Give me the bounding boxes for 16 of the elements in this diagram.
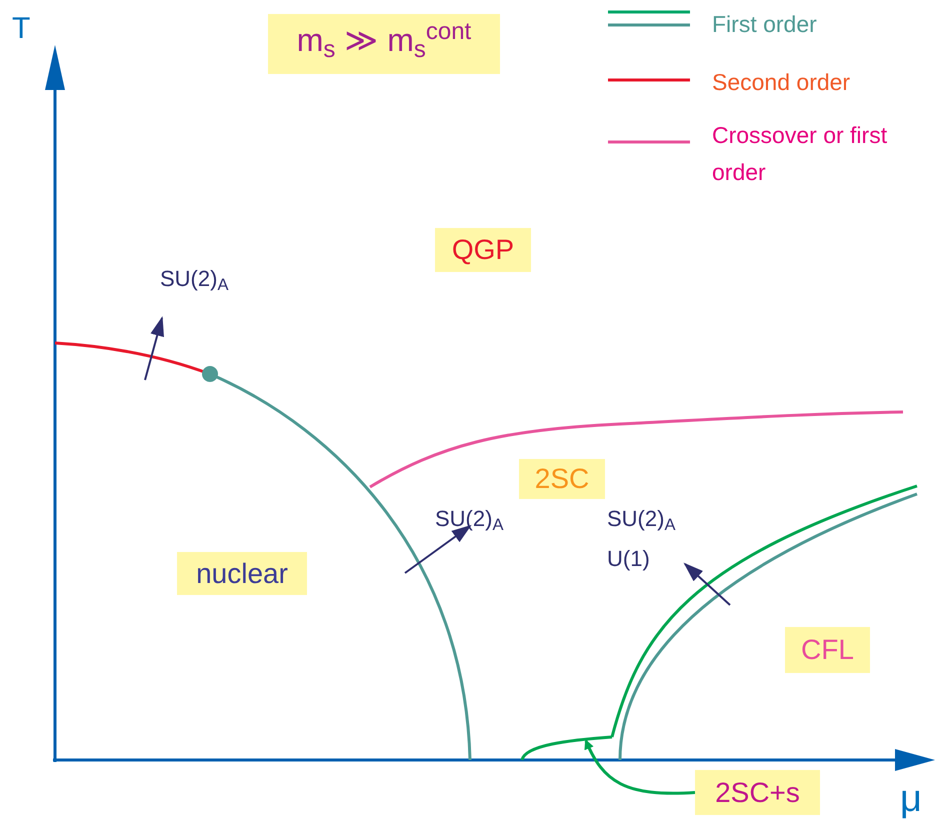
phase-label: 2SC+s: [695, 770, 820, 815]
phase-boundary-curve: [520, 736, 612, 761]
phase-label: 2SC: [519, 459, 605, 499]
symmetry-label: U(1): [607, 548, 650, 570]
axis-label: μ: [900, 780, 922, 818]
legend-text: First order: [712, 10, 818, 39]
legend-text: Second order: [712, 68, 852, 97]
axis-label: T: [12, 14, 30, 44]
phase-label: CFL: [785, 627, 870, 673]
symmetry-label: SU(2)$_{A}$: [607, 508, 676, 530]
symmetry-label: SU(2)$_{A}$: [160, 268, 228, 290]
leader-arrow: [584, 739, 696, 795]
phase-label: nuclear: [177, 552, 307, 595]
phase-label: QGP: [435, 228, 531, 272]
symmetry-label: SU(2)$_{A}$: [435, 508, 504, 530]
legend-text: Crossover or first order: [712, 121, 888, 187]
